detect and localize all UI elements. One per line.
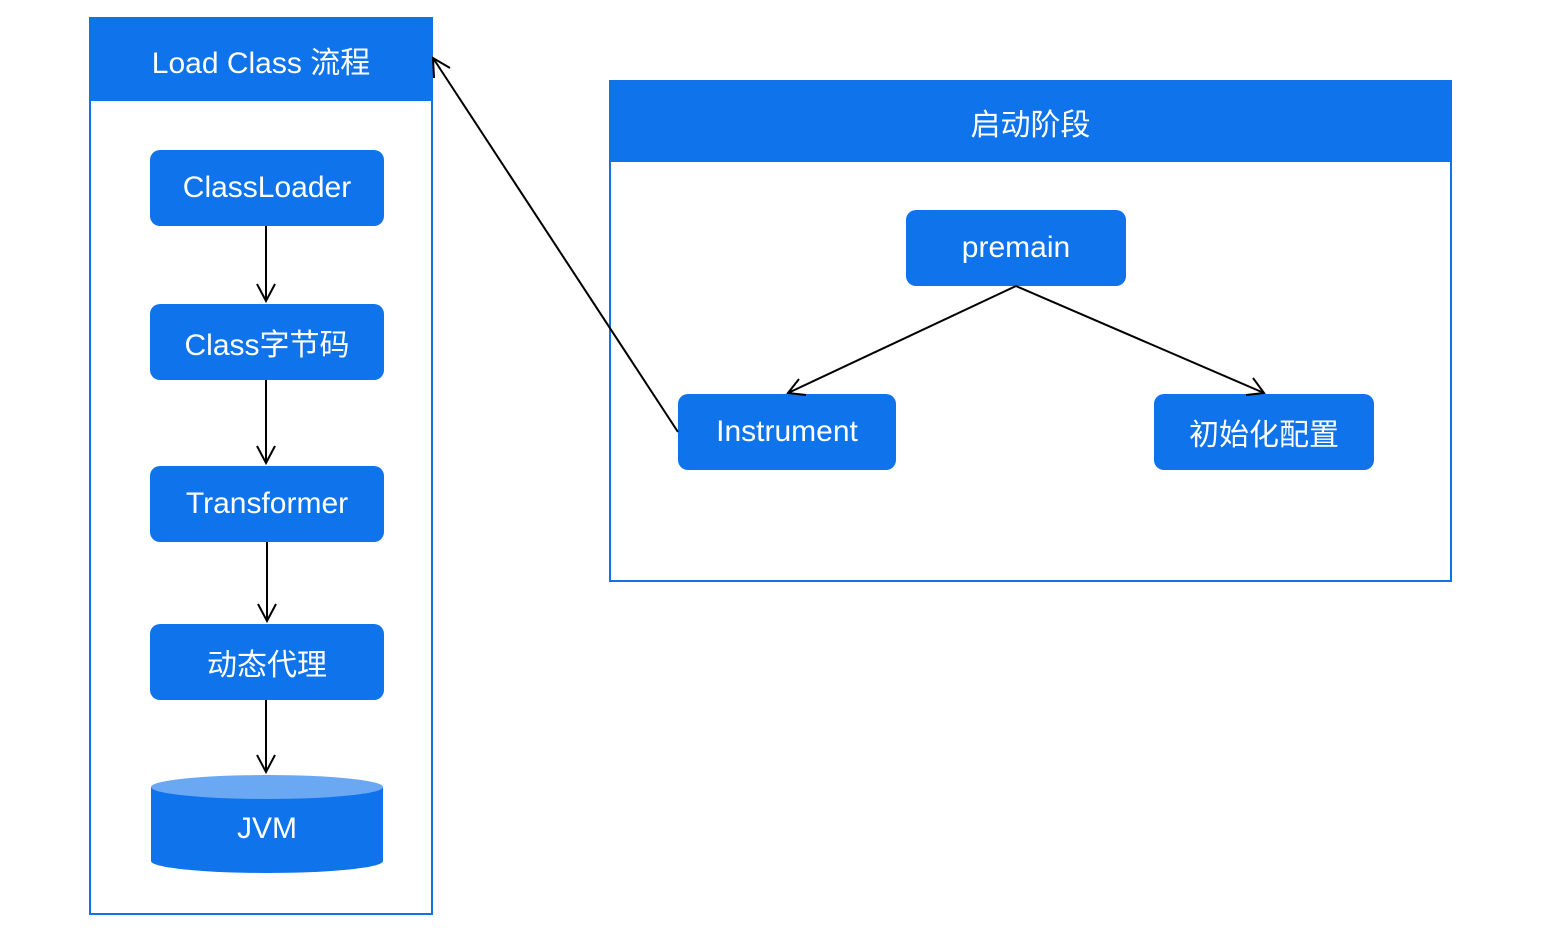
arrowhead-icon [786, 378, 807, 396]
jvm-label: JVM [237, 812, 297, 845]
cylinder-shape [151, 775, 383, 873]
arrowhead-icon [256, 754, 276, 775]
dynamic-proxy-node[interactable]: 动态代理 [150, 624, 384, 700]
cylinder-top [151, 775, 383, 799]
edge-premain-to-instrument [787, 285, 1017, 394]
init-config-node[interactable]: 初始化配置 [1154, 394, 1374, 470]
arrowhead-icon [256, 445, 276, 466]
arrowhead-icon [257, 603, 277, 624]
classloader-node[interactable]: ClassLoader [150, 150, 384, 226]
edge-premain-to-init-config [1015, 285, 1265, 394]
cylinder-body [151, 787, 383, 873]
jvm-cylinder-node[interactable]: JVM [150, 773, 384, 873]
arrowhead-icon [256, 283, 276, 304]
instrument-node[interactable]: Instrument [678, 394, 896, 470]
class-bytecode-node[interactable]: Class字节码 [150, 304, 384, 380]
transformer-node[interactable]: Transformer [150, 466, 384, 542]
arrowhead-icon [1245, 377, 1266, 396]
load-class-header: Load Class 流程 [91, 19, 431, 101]
startup-phase-container: 启动阶段 [609, 80, 1452, 582]
premain-node[interactable]: premain [906, 210, 1126, 286]
startup-phase-header: 启动阶段 [611, 82, 1450, 162]
arrowhead-icon [431, 56, 451, 79]
edge-instrument-to-load-class [432, 57, 679, 433]
